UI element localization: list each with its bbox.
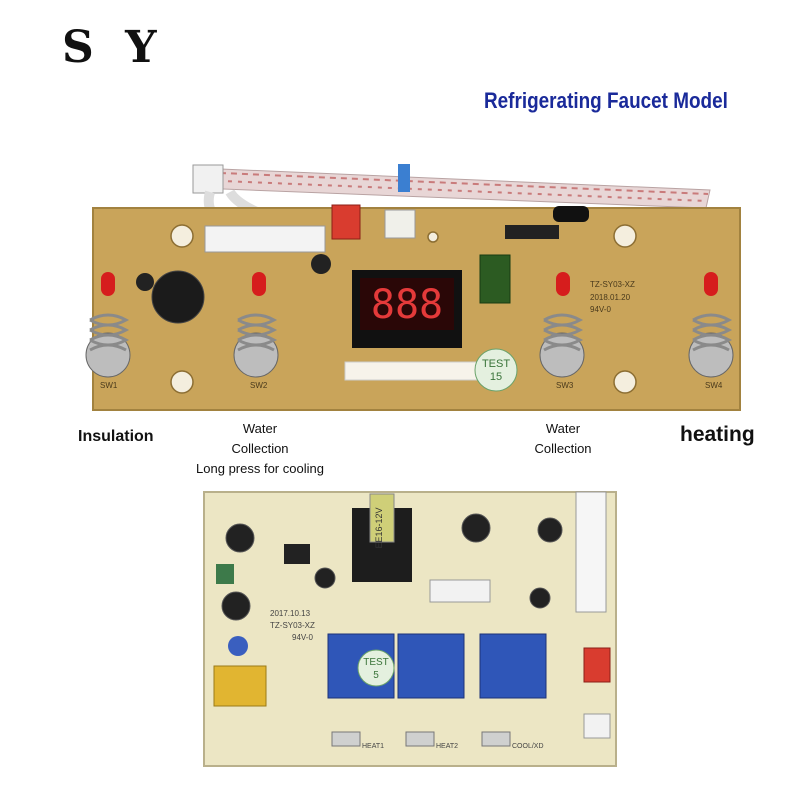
- label-water-collection-left: Water Collection: [231, 421, 289, 456]
- svg-text:TEST: TEST: [482, 358, 510, 370]
- display-digits: 888: [371, 282, 443, 328]
- svg-text:SW1: SW1: [100, 381, 118, 390]
- svg-text:TZ-SY03-XZ: TZ-SY03-XZ: [270, 621, 315, 630]
- svg-text:TZ-SY03-XZ: TZ-SY03-XZ: [590, 280, 635, 289]
- svg-text:COOL/XD: COOL/XD: [512, 743, 544, 750]
- svg-text:SW2: SW2: [250, 381, 268, 390]
- seven-segment-display: 888: [352, 270, 462, 348]
- svg-text:SW4: SW4: [705, 381, 723, 390]
- svg-text:HEAT1: HEAT1: [362, 743, 384, 750]
- spring-switch-4: SW4: [688, 313, 734, 390]
- test-sticker-top: TEST 15: [474, 348, 518, 392]
- spring-switch-2: SW2: [233, 313, 279, 390]
- label-water-collection-right: Water Collection: [534, 421, 592, 456]
- svg-text:HEAT2: HEAT2: [436, 743, 458, 750]
- svg-text:5: 5: [373, 670, 379, 681]
- brand-logo: S Y: [62, 22, 165, 73]
- power-board-photo: EE16-12V TEST 5 2017.10.13 TZ-SY03-XZ 94…: [203, 491, 617, 767]
- svg-text:15: 15: [490, 371, 502, 383]
- page-title: Refrigerating Faucet Model: [484, 88, 728, 113]
- svg-text:TEST: TEST: [363, 657, 389, 668]
- label-heating: heating: [680, 423, 755, 446]
- spring-switch-3: SW3: [539, 313, 585, 390]
- label-long-press: Long press for cooling: [196, 461, 324, 476]
- svg-text:94V-0: 94V-0: [292, 633, 313, 642]
- svg-text:94V-0: 94V-0: [590, 305, 611, 314]
- svg-text:SW3: SW3: [556, 381, 574, 390]
- label-insulation: Insulation: [78, 428, 154, 445]
- svg-text:2017.10.13: 2017.10.13: [270, 609, 311, 618]
- test-sticker-bottom: TEST 5: [357, 649, 395, 687]
- display-board-photo: 888 TEST 15 TZ-SY03-XZ 2018.01.20 94V-0 …: [85, 164, 741, 411]
- svg-text:2018.01.20: 2018.01.20: [590, 293, 631, 302]
- ribbon-connector: [204, 225, 326, 253]
- svg-text:EE16-12V: EE16-12V: [374, 507, 384, 548]
- spring-switch-1: SW1: [85, 313, 131, 390]
